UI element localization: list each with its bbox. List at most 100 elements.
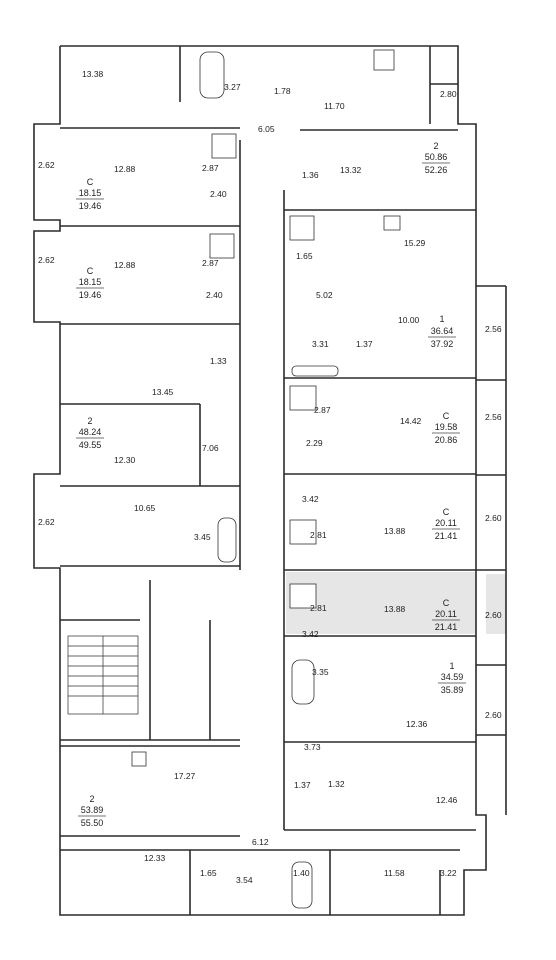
room-area-label: 1.37 — [294, 780, 311, 790]
room-area-label: 11.70 — [324, 101, 345, 111]
apartment-label: 1 36.64 37.92 — [428, 314, 456, 349]
apartment-label: С 20.11 21.41 — [432, 598, 460, 632]
apartment-label: 2 50.86 52.26 — [422, 141, 450, 175]
apartment-total-area: 52.26 — [425, 165, 448, 175]
apartment-living-area: 50.86 — [425, 152, 448, 162]
room-area-label: 6.05 — [258, 124, 275, 134]
room-area-label: 2.60 — [485, 513, 502, 523]
room-area-label: 13.32 — [340, 165, 362, 175]
room-area-label: 1.36 — [302, 170, 319, 180]
apartment-living-area: 20.11 — [435, 609, 457, 619]
room-area-label: 3.45 — [194, 532, 211, 542]
apartment-label: С 19.58 20.86 — [432, 411, 460, 445]
apartment-total-area: 21.41 — [435, 531, 458, 541]
room-area-label: 2.62 — [38, 160, 55, 170]
room-area-label: 12.88 — [114, 260, 136, 270]
room-area-label: 15.29 — [404, 238, 426, 248]
apartment-living-area: 18.15 — [79, 188, 102, 198]
room-area-label: 3.42 — [302, 629, 319, 639]
apartment-rooms: 2 — [87, 416, 92, 426]
room-area-label: 2.87 — [202, 163, 219, 173]
room-area-label: 2.60 — [485, 610, 502, 620]
room-area-label: 3.27 — [224, 82, 241, 92]
room-labels: 13.38 3.27 1.78 11.70 2.80 6.05 2.62 12.… — [38, 69, 502, 885]
room-area-label: 2.40 — [206, 290, 223, 300]
apartment-rooms: С — [443, 411, 450, 421]
room-area-label: 1.78 — [274, 86, 291, 96]
room-area-label: 2.60 — [485, 710, 502, 720]
apartment-labels: 2 50.86 52.26 С 18.15 19.46 С 18.15 19.4… — [76, 141, 466, 828]
apartment-living-area: 36.64 — [431, 326, 454, 336]
apartment-living-area: 53.89 — [81, 805, 104, 815]
apartment-total-area: 55.50 — [81, 818, 104, 828]
apartment-rooms: С — [87, 266, 94, 276]
room-area-label: 12.30 — [114, 455, 136, 465]
apartment-living-area: 18.15 — [79, 277, 102, 287]
room-area-label: 2.80 — [440, 89, 457, 99]
apartment-label: 1 34.59 35.89 — [438, 661, 466, 695]
room-area-label: 10.65 — [134, 503, 156, 513]
stairwell — [67, 635, 139, 715]
highlighted-balcony-fill — [486, 574, 506, 634]
room-area-label: 13.45 — [152, 387, 174, 397]
inner-walls — [60, 46, 476, 915]
room-area-label: 1.37 — [356, 339, 373, 349]
room-area-label: 5.02 — [316, 290, 333, 300]
apartment-total-area: 19.46 — [79, 290, 102, 300]
apartment-label: С 18.15 19.46 — [76, 266, 104, 300]
room-area-label: 1.65 — [200, 868, 217, 878]
apartment-living-area: 48.24 — [79, 427, 102, 437]
room-area-label: 12.36 — [406, 719, 428, 729]
room-area-label: 13.88 — [384, 526, 406, 536]
apartment-rooms: С — [443, 507, 450, 517]
apartment-total-area: 20.86 — [435, 435, 458, 445]
room-area-label: 2.87 — [202, 258, 219, 268]
room-area-label: 2.81 — [310, 530, 327, 540]
room-area-label: 1.33 — [210, 356, 227, 366]
room-area-label: 12.33 — [144, 853, 166, 863]
room-area-label: 2.56 — [485, 412, 502, 422]
room-area-label: 2.62 — [38, 517, 55, 527]
room-area-label: 10.00 — [398, 315, 420, 325]
apartment-rooms: 2 — [89, 794, 94, 804]
room-area-label: 1.40 — [293, 868, 310, 878]
apartment-total-area: 37.92 — [431, 339, 454, 349]
apartment-rooms: 1 — [439, 314, 444, 324]
room-area-label: 12.88 — [114, 164, 136, 174]
apartment-living-area: 20.11 — [435, 518, 457, 528]
room-area-label: 13.38 — [82, 69, 104, 79]
apartment-label: С 18.15 19.46 — [76, 177, 104, 211]
highlighted-apartment-fill — [286, 572, 476, 634]
apartment-rooms: С — [87, 177, 94, 187]
room-area-label: 12.46 — [436, 795, 458, 805]
room-area-label: 2.56 — [485, 324, 502, 334]
room-area-label: 2.87 — [314, 405, 331, 415]
apartment-label: 2 48.24 49.55 — [76, 416, 104, 450]
outer-walls — [33, 45, 507, 916]
apartment-rooms: 2 — [433, 141, 438, 151]
room-area-label: 7.06 — [202, 443, 219, 453]
apartment-total-area: 21.41 — [435, 622, 458, 632]
apartment-label: 2 53.89 55.50 — [78, 794, 106, 828]
room-area-label: 2.40 — [210, 189, 227, 199]
room-area-label: 3.73 — [304, 742, 321, 752]
apartment-total-area: 49.55 — [79, 440, 102, 450]
room-area-label: 17.27 — [174, 771, 196, 781]
room-area-label: 3.42 — [302, 494, 319, 504]
apartment-rooms: 1 — [449, 661, 454, 671]
room-area-label: 3.35 — [312, 667, 329, 677]
room-area-label: 2.81 — [310, 603, 327, 613]
room-area-label: 11.58 — [384, 868, 405, 878]
apartment-living-area: 34.59 — [441, 672, 464, 682]
room-area-label: 13.88 — [384, 604, 406, 614]
apartment-label: С 20.11 21.41 — [432, 507, 460, 541]
room-area-label: 3.22 — [440, 868, 457, 878]
room-area-label: 1.32 — [328, 779, 345, 789]
apartment-total-area: 35.89 — [441, 685, 464, 695]
apartment-rooms: С — [443, 598, 450, 608]
room-area-label: 3.54 — [236, 875, 253, 885]
apartment-living-area: 19.58 — [435, 422, 458, 432]
room-area-label: 2.62 — [38, 255, 55, 265]
